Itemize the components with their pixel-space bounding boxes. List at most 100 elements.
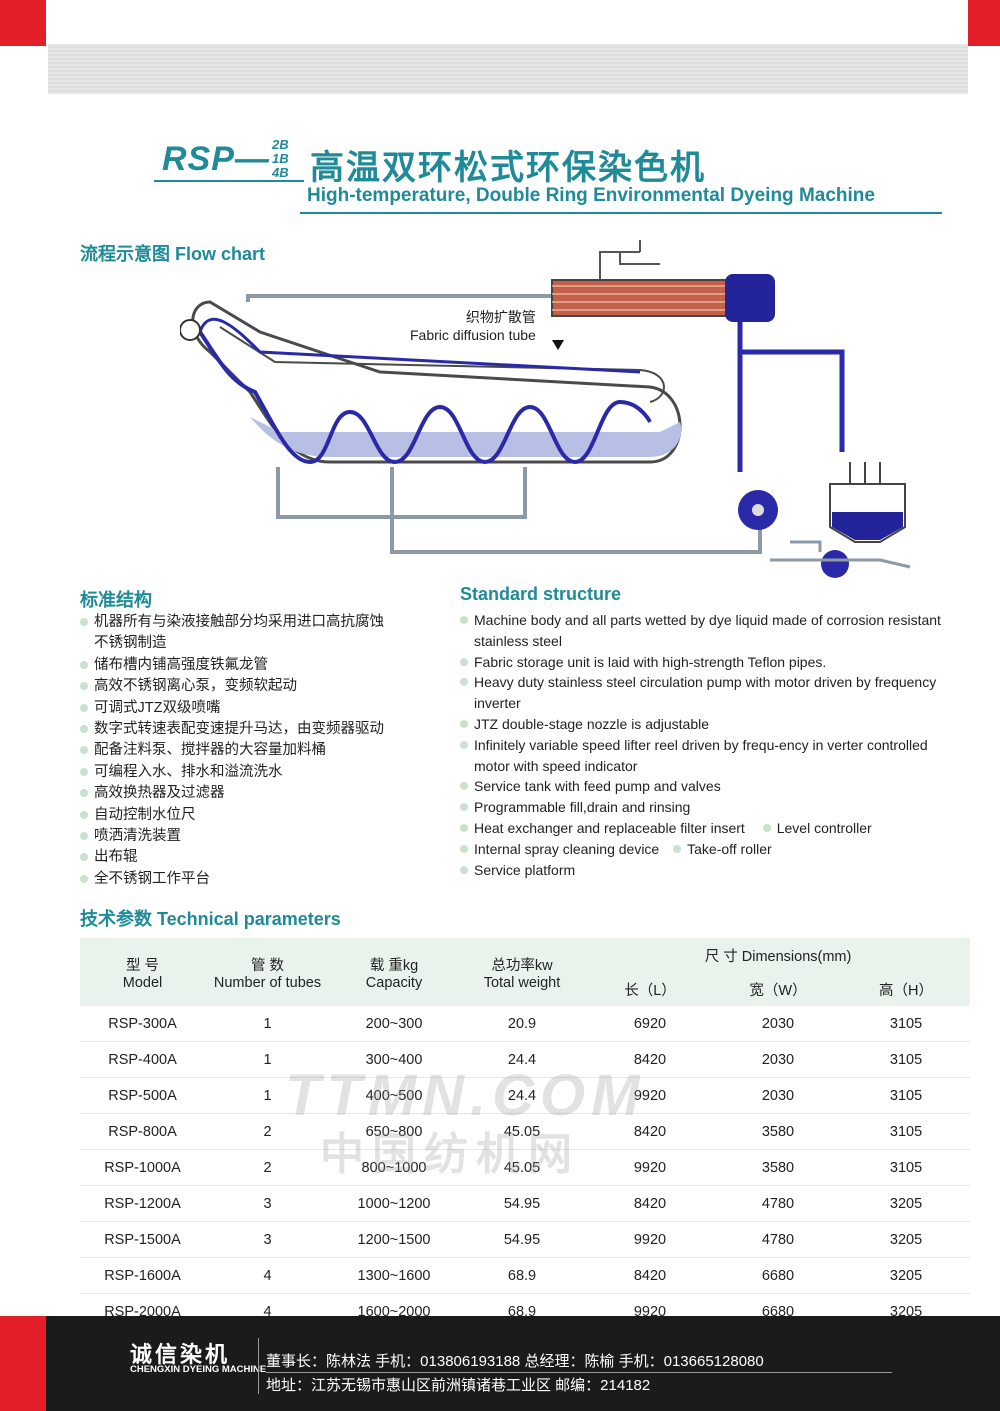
header-band xyxy=(48,44,968,94)
table-cell: 1200~1500 xyxy=(330,1221,458,1258)
bullet-icon xyxy=(460,803,468,812)
table-cell: 1 xyxy=(205,1077,330,1114)
table-cell: 300~400 xyxy=(330,1041,458,1078)
circulation-pipe xyxy=(737,322,845,452)
bullet-icon xyxy=(80,703,88,712)
table-cell: 3105 xyxy=(842,1077,971,1114)
list-item-cont: stainless steel xyxy=(474,632,562,649)
table-cell: 3105 xyxy=(842,1006,971,1042)
vessel-inner xyxy=(219,326,665,403)
footer-accent xyxy=(0,1316,46,1411)
bullet-icon xyxy=(460,782,468,791)
structure-list-cn: 机器所有与染液接触部分均采用进口高抗腐蚀 不锈钢制造 储布槽内铺高强度铁氟龙管 … xyxy=(80,612,440,890)
table-cell: 3 xyxy=(205,1185,330,1222)
bullet-icon xyxy=(460,616,468,624)
tech-heading: 技术参数 Technical parameters xyxy=(80,909,341,929)
bullet-icon xyxy=(460,740,468,749)
table-cell: 54.95 xyxy=(458,1185,586,1222)
table-cell: 6680 xyxy=(714,1257,842,1294)
table-cell: 3205 xyxy=(842,1257,971,1294)
table-cell: 6920 xyxy=(586,1006,714,1042)
bullet-icon xyxy=(80,874,88,883)
variant: 1B xyxy=(272,151,289,166)
table-cell: 8420 xyxy=(586,1185,714,1222)
table-cell: 3105 xyxy=(842,1149,971,1186)
bullet-icon xyxy=(460,678,468,687)
address-line: 地址：江苏无锡市惠山区前洲镇诸巷工业区 邮编：214182 xyxy=(266,1377,651,1394)
table-cell: 54.95 xyxy=(458,1221,586,1258)
table-cell: 9920 xyxy=(586,1149,714,1186)
table-cell: 8420 xyxy=(586,1041,714,1078)
list-item: 高效换热器及过滤器 xyxy=(80,783,440,804)
table-cell: 9920 xyxy=(586,1221,714,1258)
bullet-icon xyxy=(460,844,468,853)
structure-heading-cn: 标准结构 xyxy=(80,590,152,610)
list-item: 数字式转速表配变速提升马达，由变频器驱动 xyxy=(80,719,440,740)
table-cell: 4780 xyxy=(714,1185,842,1222)
table-cell: 3580 xyxy=(714,1113,842,1150)
table-cell: 4 xyxy=(205,1257,330,1294)
list-item: 储布槽内铺高强度铁氟龙管 xyxy=(80,655,440,676)
bullet-icon xyxy=(673,844,682,853)
table-cell: 2 xyxy=(205,1113,330,1150)
list-item: 配备注料泵、搅拌器的大容量加料桶 xyxy=(80,740,440,761)
list-item: Service tank with feed pump and valves xyxy=(460,776,980,797)
table-cell: 2030 xyxy=(714,1041,842,1078)
bullet-icon xyxy=(80,767,88,776)
fabric-top xyxy=(198,317,641,374)
table-cell: 3205 xyxy=(842,1221,971,1258)
corner-decoration xyxy=(0,0,46,46)
table-cell: 24.4 xyxy=(458,1041,586,1078)
table-cell: 20.9 xyxy=(458,1006,586,1042)
table-cell: 200~300 xyxy=(330,1006,458,1042)
table-cell: 650~800 xyxy=(330,1113,458,1150)
bullet-icon xyxy=(460,865,468,874)
table-cell: RSP-1500A xyxy=(80,1221,205,1258)
fabric-wave xyxy=(198,330,652,465)
tube-arrow xyxy=(552,340,564,350)
list-item: 全不锈钢工作平台 xyxy=(80,869,440,890)
return-pipe xyxy=(390,467,762,554)
bullet-icon xyxy=(80,832,88,841)
table-cell: 3205 xyxy=(842,1185,971,1222)
table-cell: RSP-1200A xyxy=(80,1185,205,1222)
table-cell: 1 xyxy=(205,1041,330,1078)
table-cell: RSP-800A xyxy=(80,1113,205,1150)
bullet-icon xyxy=(762,823,771,832)
table-cell: 4780 xyxy=(714,1221,842,1258)
table-cell: 24.4 xyxy=(458,1077,586,1114)
title-underline-left xyxy=(154,180,304,182)
table-cell: 800~1000 xyxy=(330,1149,458,1186)
feed-pump xyxy=(821,550,849,578)
footer-rule xyxy=(266,1372,892,1373)
tube-label-cn: 织物扩散管 xyxy=(465,309,536,325)
footer xyxy=(0,1316,1000,1411)
col-length: 长（L） xyxy=(586,972,714,1006)
table-cell: 8420 xyxy=(586,1113,714,1150)
list-item: 自动控制水位尺 xyxy=(80,805,440,826)
list-item-cont: motor with speed indicator xyxy=(474,757,638,774)
flow-chart-diagram xyxy=(180,240,911,578)
brand-name-en: CHENGXIN DYEING MACHINE xyxy=(130,1364,267,1375)
table-cell: RSP-300A xyxy=(80,1006,205,1042)
table-cell: 45.05 xyxy=(458,1113,586,1150)
table-cell: RSP-400A xyxy=(80,1041,205,1078)
col-dimensions: 尺 寸 Dimensions(mm) xyxy=(586,938,971,972)
list-item: 机器所有与染液接触部分均采用进口高抗腐蚀 xyxy=(80,612,440,633)
winch-reel xyxy=(180,319,201,341)
tube-label-en: Fabric diffusion tube xyxy=(410,327,536,343)
table-cell: 1 xyxy=(205,1006,330,1042)
brand-name: 诚信染机 xyxy=(130,1342,231,1367)
flow-chart-heading: 流程示意图 Flow chart xyxy=(80,244,266,264)
page-title-cn: 高温双环松式环保染色机 xyxy=(310,149,706,187)
list-item: Service platform xyxy=(460,860,980,881)
bullet-icon xyxy=(80,618,88,626)
